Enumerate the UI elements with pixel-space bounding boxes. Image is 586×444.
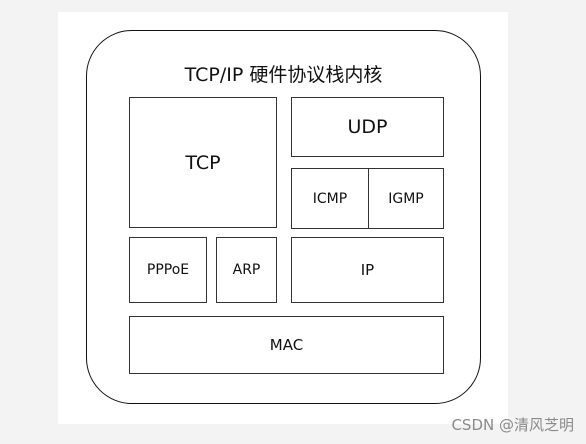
tcp-block: TCP — [129, 97, 277, 228]
udp-block: UDP — [291, 97, 444, 157]
igmp-block: IGMP — [368, 168, 444, 229]
pppoe-block: PPPoE — [129, 237, 207, 303]
arp-block: ARP — [216, 237, 277, 303]
mac-block: MAC — [129, 316, 444, 374]
icmp-block: ICMP — [291, 168, 369, 229]
ip-block: IP — [291, 237, 444, 303]
csdn-watermark: CSDN @清风芝明 — [451, 416, 574, 434]
diagram-title: TCP/IP 硬件协议栈内核 — [184, 64, 383, 86]
